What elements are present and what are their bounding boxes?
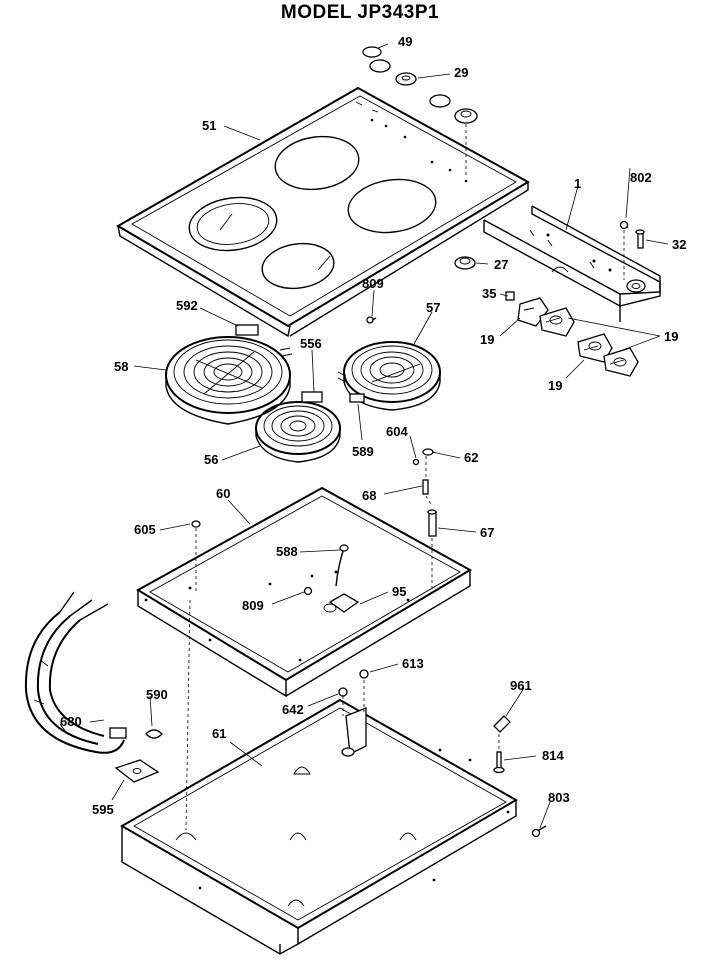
- label-588: 588: [276, 544, 298, 559]
- label-32: 32: [672, 237, 686, 252]
- label-809-upper: 809: [362, 276, 384, 291]
- label-29: 29: [454, 65, 468, 80]
- label-61: 61: [212, 726, 226, 741]
- label-604: 604: [386, 424, 408, 439]
- label-57: 57: [426, 300, 440, 315]
- lower-box-61: [120, 599, 518, 955]
- label-809-lower: 809: [242, 598, 264, 613]
- surface-element-58: [165, 324, 293, 425]
- surface-element-56: [255, 391, 341, 463]
- control-panel-bracket: [483, 205, 661, 322]
- label-595: 595: [92, 802, 114, 817]
- label-56: 56: [204, 452, 218, 467]
- label-613: 613: [402, 656, 424, 671]
- wiring-harness: [24, 591, 163, 783]
- label-814: 814: [542, 748, 564, 763]
- part-labels: 49 29 51 1 802 32 27 809 35 592 57 19 19…: [60, 34, 686, 817]
- label-592: 592: [176, 298, 198, 313]
- label-19-right: 19: [664, 329, 678, 344]
- label-803: 803: [548, 790, 570, 805]
- control-knobs: [362, 46, 478, 176]
- label-62: 62: [464, 450, 478, 465]
- cooktop-glass-top: [116, 86, 531, 338]
- grommet: [454, 256, 476, 270]
- screw-809-upper: [366, 316, 377, 324]
- label-556: 556: [300, 336, 322, 351]
- terminal-hardware: [412, 448, 437, 594]
- element-box-60: [136, 486, 473, 698]
- label-680: 680: [60, 714, 82, 729]
- label-49: 49: [398, 34, 412, 49]
- infinite-switches: [505, 291, 639, 377]
- label-60: 60: [216, 486, 230, 501]
- label-590: 590: [146, 687, 168, 702]
- label-58: 58: [114, 359, 128, 374]
- label-589: 589: [352, 444, 374, 459]
- label-95: 95: [392, 584, 406, 599]
- leader-lines: [89, 43, 669, 829]
- label-1: 1: [574, 176, 581, 191]
- label-605: 605: [134, 522, 156, 537]
- diagram-title: MODEL JP343P1: [280, 2, 440, 23]
- label-67: 67: [480, 525, 494, 540]
- label-961: 961: [510, 678, 532, 693]
- label-35: 35: [482, 286, 496, 301]
- label-802: 802: [630, 170, 652, 185]
- surface-element-57: [337, 341, 441, 411]
- label-19-left: 19: [480, 332, 494, 347]
- label-68: 68: [362, 488, 376, 503]
- label-51: 51: [202, 118, 216, 133]
- label-19-bottom: 19: [548, 378, 562, 393]
- label-642: 642: [282, 702, 304, 717]
- lower-screws: [338, 669, 547, 838]
- label-27: 27: [494, 257, 508, 272]
